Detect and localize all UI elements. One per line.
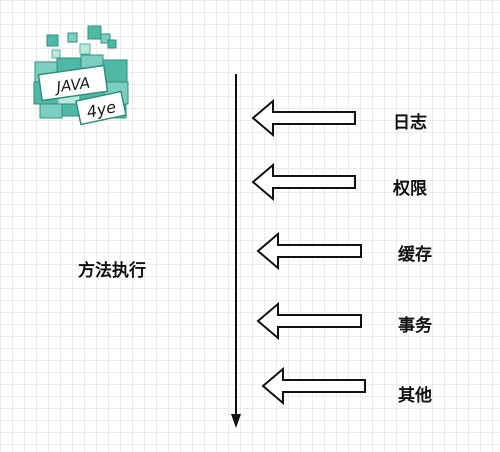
logo-cube <box>107 39 117 49</box>
logo-cube <box>39 103 63 119</box>
concern-arrows <box>251 98 366 406</box>
timeline-arrowhead <box>231 414 241 428</box>
java4ye-logo: JAVA 4ye <box>33 25 129 126</box>
concern-label-cache: 缓存 <box>398 245 432 265</box>
concern-label-other: 其他 <box>398 386 432 406</box>
hollow-arrow-log <box>251 98 356 138</box>
hollow-arrow-transaction <box>256 301 362 341</box>
concern-label-log: 日志 <box>393 113 427 133</box>
logo-cube <box>51 49 61 59</box>
concern-label-transaction: 事务 <box>398 316 432 336</box>
logo-cube <box>79 43 91 55</box>
concern-label-permission: 权限 <box>393 179 427 199</box>
hollow-arrow-other <box>261 366 366 406</box>
logo-cube <box>100 33 111 44</box>
main-label: 方法执行 <box>78 261 146 281</box>
logo-cube <box>102 59 128 83</box>
logo-cube <box>46 34 59 47</box>
logo-cube <box>87 25 102 40</box>
hollow-arrow-cache <box>256 231 362 271</box>
logo-cube <box>67 32 78 43</box>
logo-card-4ye <box>75 90 127 126</box>
logo-card-java <box>37 64 109 102</box>
execution-timeline-arrow <box>231 74 241 428</box>
logo-text-java: JAVA <box>52 74 91 97</box>
hollow-arrow-permission <box>251 162 356 202</box>
